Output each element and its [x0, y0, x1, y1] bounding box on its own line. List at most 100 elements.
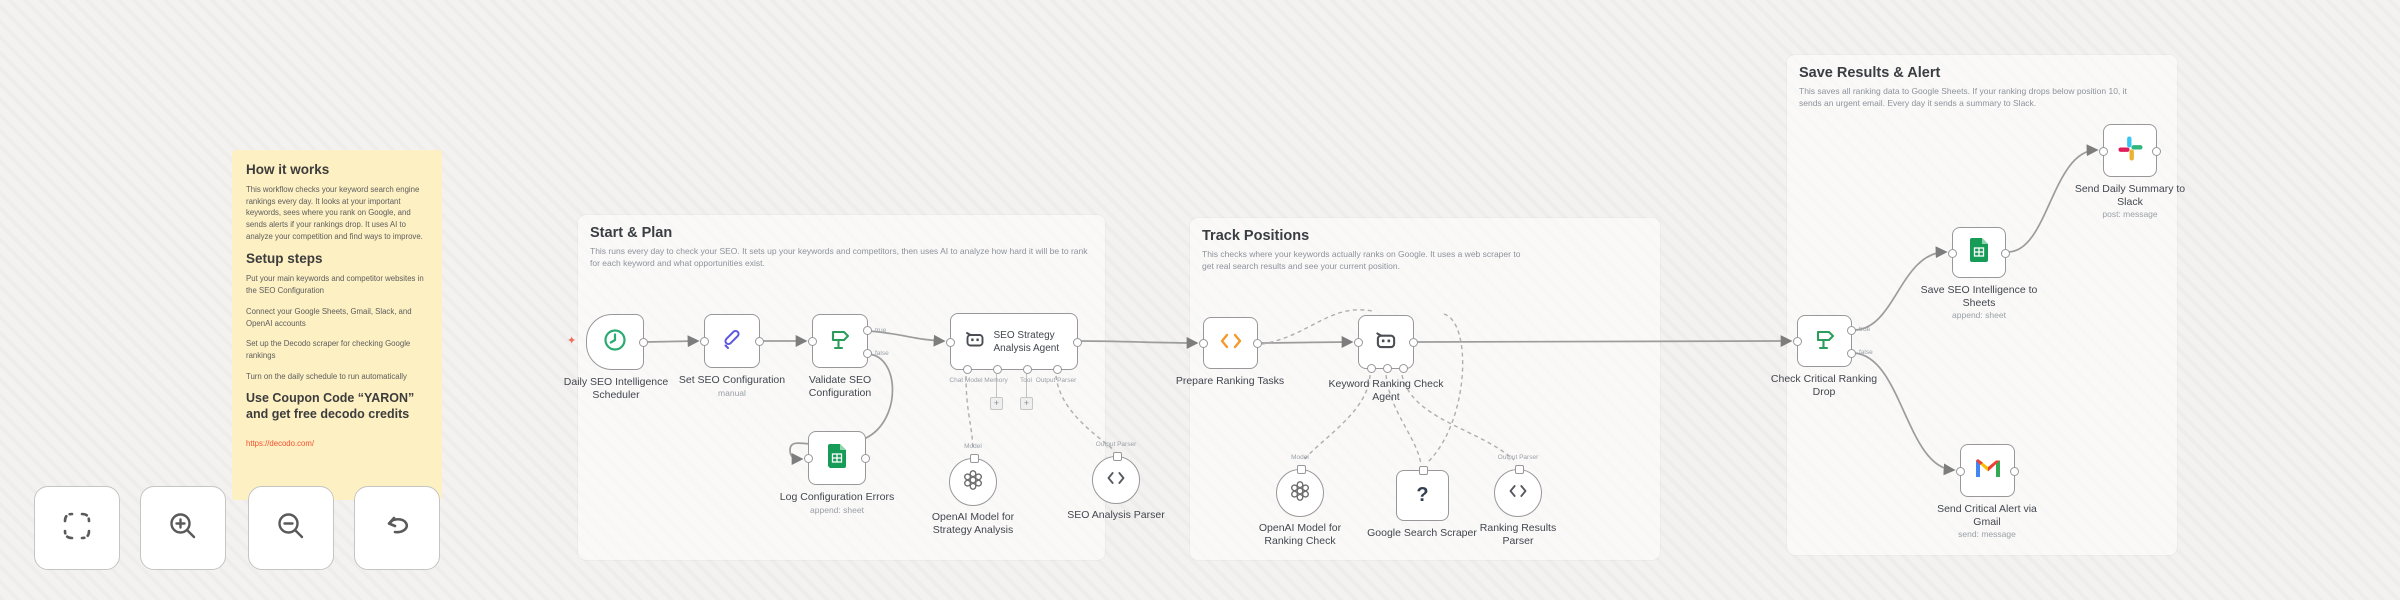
input-port[interactable]	[946, 338, 955, 347]
port-stub	[996, 374, 997, 397]
port-label-false: false	[1859, 349, 1873, 356]
seo-parser-node[interactable]	[1092, 452, 1140, 504]
slack-icon	[2117, 135, 2143, 166]
output-port[interactable]	[2152, 146, 2161, 156]
connection	[2007, 144, 2099, 253]
strategy-agent-node[interactable]: SEO Strategy Analysis Agent	[946, 313, 1082, 374]
zoom-in-button[interactable]	[140, 486, 226, 570]
output-port[interactable]	[1073, 338, 1082, 347]
note-coupon-heading: Use Coupon Code “YARON” and get free dec…	[246, 391, 415, 421]
output-port[interactable]	[2010, 466, 2019, 476]
input-port[interactable]	[808, 337, 817, 346]
chat-model-port[interactable]	[962, 365, 972, 374]
connection	[867, 330, 946, 347]
note-body: This workflow checks your keyword search…	[246, 185, 423, 241]
slack-node[interactable]	[2099, 124, 2161, 177]
model-port[interactable]	[1296, 465, 1306, 474]
node-label: Daily SEO Intelligence Scheduler	[563, 376, 669, 402]
note-setup-step: Connect your Google Sheets, Gmail, Slack…	[246, 306, 412, 328]
add-tool-button[interactable]: +	[1020, 397, 1033, 410]
input-port[interactable]	[1948, 248, 1957, 258]
input-port[interactable]	[1354, 338, 1363, 347]
input-port[interactable]	[1956, 466, 1965, 476]
input-port[interactable]	[804, 454, 813, 463]
sticky-note[interactable]: How it works This workflow checks your k…	[232, 150, 442, 500]
set-config-node[interactable]	[700, 314, 764, 368]
openai-icon	[1289, 480, 1311, 507]
output-port-false[interactable]	[863, 349, 872, 358]
output-port[interactable]	[1409, 338, 1418, 347]
google-sheets-icon	[1967, 237, 1991, 268]
prepare-tasks-code-node[interactable]	[1199, 317, 1262, 369]
note-setup-step: Set up the Decodo scraper for checking G…	[246, 339, 411, 360]
section-description: This saves all ranking data to Google Sh…	[1799, 86, 2127, 109]
note-setup-step: Turn on the daily schedule to run automa…	[246, 371, 407, 381]
connection	[1259, 336, 1354, 348]
node-label: Check Critical Ranking Drop	[1770, 373, 1878, 399]
connection-dashed	[1055, 375, 1115, 451]
output-parser-port[interactable]	[1052, 365, 1062, 374]
openai-strategy-model-node[interactable]	[949, 454, 997, 506]
output-parser-port[interactable]	[1398, 364, 1408, 373]
output-port-true[interactable]	[863, 326, 872, 335]
output-port[interactable]	[861, 454, 870, 463]
save-sheets-node[interactable]	[1948, 227, 2010, 278]
input-port[interactable]	[2099, 146, 2108, 156]
zoom-out-button[interactable]	[248, 486, 334, 570]
memory-port[interactable]	[992, 365, 1002, 374]
section-title: Start & Plan	[590, 225, 673, 241]
port-stub	[1026, 374, 1027, 397]
output-port[interactable]	[755, 337, 764, 346]
output-port-true[interactable]	[1847, 326, 1856, 335]
validate-config-if-node[interactable]	[808, 314, 872, 368]
gmail-node[interactable]	[1956, 444, 2019, 497]
port-label-model: Model	[1291, 454, 1309, 461]
node-label: Prepare Ranking Tasks	[1175, 375, 1285, 387]
node-label: Send Critical Alert via Gmail	[1937, 503, 2037, 529]
model-port[interactable]	[969, 454, 979, 463]
fit-view-button[interactable]	[34, 486, 120, 570]
check-drop-if-node[interactable]	[1793, 315, 1856, 367]
node-subtitle: append: sheet	[810, 505, 864, 515]
section-description: This checks where your keywords actually…	[1202, 249, 1521, 272]
output-port[interactable]	[2001, 248, 2010, 258]
chat-model-port[interactable]	[1366, 364, 1376, 373]
node-subtitle: append: sheet	[1952, 310, 2006, 320]
output-port[interactable]	[639, 338, 648, 347]
output-port[interactable]	[1253, 339, 1262, 348]
node-label: SEO Analysis Parser	[1067, 509, 1165, 521]
input-port[interactable]	[700, 337, 709, 346]
tool-port[interactable]	[1022, 365, 1032, 374]
tool-port[interactable]	[1382, 364, 1392, 373]
keyword-agent-node[interactable]	[1354, 315, 1418, 373]
undo-button[interactable]	[354, 486, 440, 570]
port-label-output-parser: Output Parser	[1035, 377, 1077, 384]
connection	[1415, 335, 1793, 347]
section-title: Save Results & Alert	[1799, 65, 1941, 81]
output-parser-port[interactable]	[1514, 465, 1524, 474]
output-parser-port[interactable]	[1112, 452, 1122, 461]
node-label: Validate SEO Configuration	[808, 374, 872, 400]
log-errors-sheets-node[interactable]	[804, 431, 870, 485]
google-scraper-tool-node[interactable]: ?	[1396, 466, 1449, 521]
connection-dashed	[1385, 374, 1422, 465]
ranking-parser-node[interactable]	[1494, 465, 1542, 517]
connection	[645, 335, 700, 348]
tool-port[interactable]	[1419, 466, 1428, 475]
robot-agent-icon	[963, 327, 987, 356]
node-label: Send Daily Summary to Slack	[2074, 183, 2186, 209]
openai-ranking-model-node[interactable]	[1276, 465, 1324, 517]
connection	[1079, 337, 1199, 349]
node-subtitle: manual	[718, 388, 746, 398]
scheduler-trigger-node[interactable]	[586, 314, 648, 370]
connection-dashed	[1302, 374, 1371, 462]
decodo-link[interactable]: https://decodo.com/	[246, 438, 315, 448]
gmail-icon	[1975, 458, 2001, 483]
input-port[interactable]	[1793, 337, 1802, 346]
output-port-false[interactable]	[1847, 349, 1856, 358]
input-port[interactable]	[1199, 339, 1208, 348]
section-description: This runs every day to check your SEO. I…	[590, 246, 1088, 269]
add-memory-button[interactable]: +	[990, 397, 1003, 410]
node-label: Keyword Ranking Check Agent	[1328, 378, 1444, 404]
